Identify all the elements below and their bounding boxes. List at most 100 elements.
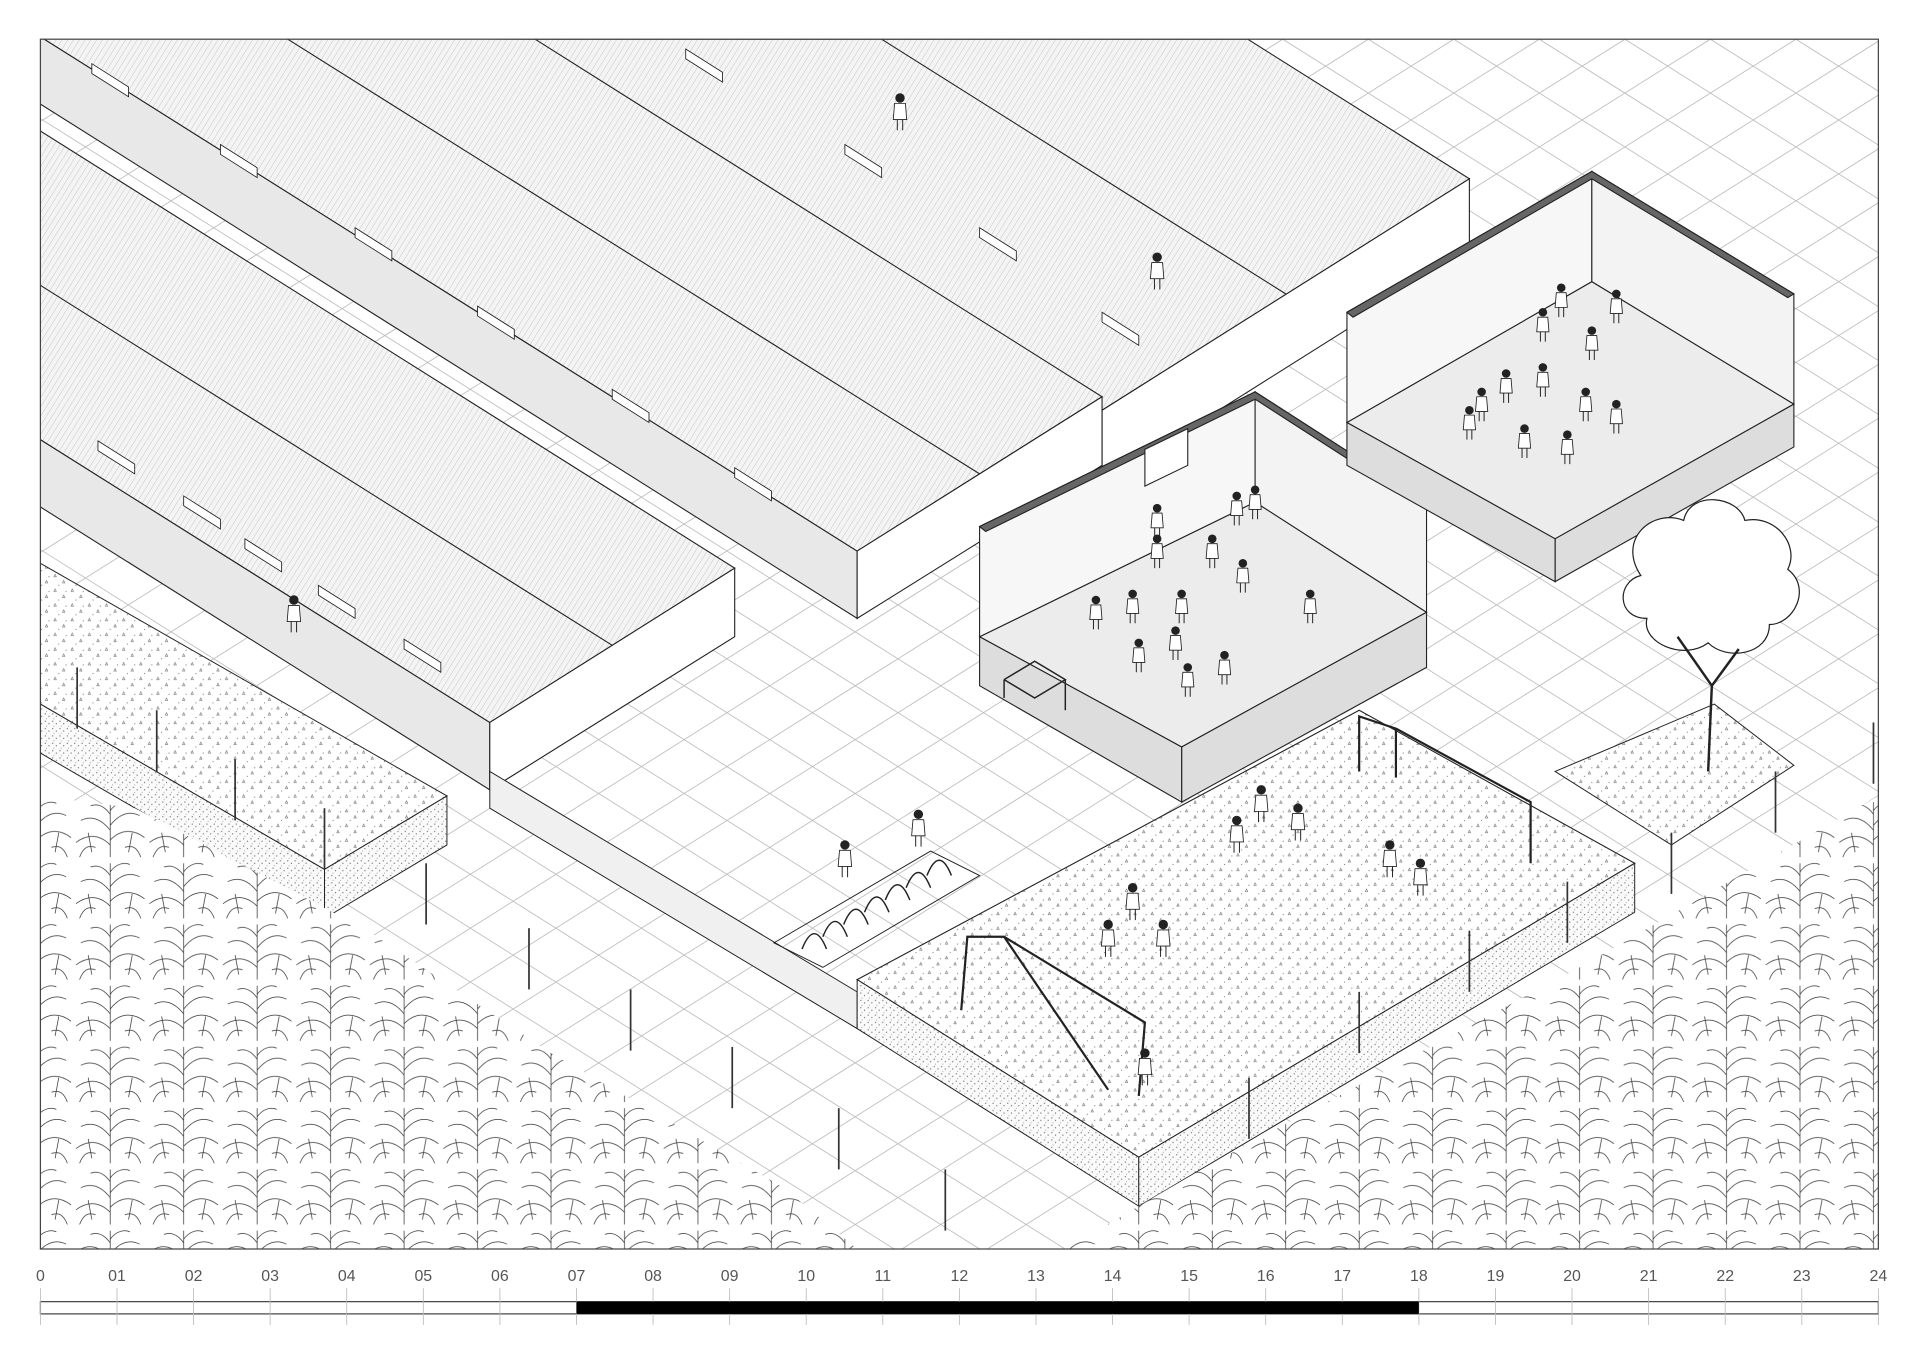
corn-field-left [40,795,858,1249]
drawing-frame [39,38,1879,1250]
window [403,638,442,674]
person-figure [286,595,302,633]
scale-label: 13 [1027,1268,1045,1285]
scale-label: 12 [951,1268,969,1285]
scale-label: 10 [797,1268,815,1285]
person-figure [1217,650,1232,685]
classroom-2-children [1462,283,1623,465]
person-figure [1156,919,1171,957]
scale-label: 14 [1104,1268,1122,1285]
window [183,495,221,530]
person-figure [892,93,908,131]
window [734,466,772,502]
football-goal-far [1358,714,1532,864]
person-figure [1554,283,1568,318]
person-figure [1125,883,1140,921]
window [97,440,136,475]
person-figure [1609,399,1623,434]
person-figure [1517,424,1532,458]
person-figure [1149,252,1165,290]
window [477,305,515,340]
scale-label: 21 [1640,1268,1658,1285]
window [91,62,129,98]
scale-label: 18 [1410,1268,1428,1285]
grid-line [1710,39,1879,146]
person-figure [1579,387,1593,422]
tree-garden [1554,703,1795,846]
field-children [286,93,1679,1086]
barrack-building-middle [40,39,1104,620]
person-figure [1254,785,1269,823]
person-figure [1536,363,1550,397]
person-figure [1229,815,1244,853]
person-figure [1585,326,1599,361]
classroom-1-students [1089,485,1317,697]
scale-label: 23 [1793,1268,1811,1285]
grid-line [1539,39,1879,254]
person-figure [911,809,926,847]
person-figure [1290,803,1306,841]
scale-label: 05 [414,1268,432,1285]
person-figure [1303,589,1317,624]
person-figure [1175,589,1189,624]
person-figure [1100,919,1116,957]
barrack-building-front [40,130,736,791]
grid-line [1795,39,1879,92]
scale-label: 06 [491,1268,509,1285]
person-figure [1413,858,1428,896]
window [354,226,393,262]
window [317,584,356,620]
fence-posts [76,667,1875,1231]
scale-label: 09 [721,1268,739,1285]
scale-label: 08 [644,1268,662,1285]
person-figure [1089,595,1103,630]
scale-label: 16 [1257,1268,1275,1285]
classroom-window [1144,427,1189,488]
scale-label: 03 [261,1268,279,1285]
scale-label: 19 [1487,1268,1505,1285]
person-figure [1132,638,1146,673]
person-figure [1126,589,1140,624]
window [244,538,283,573]
scale-bar-highlight [576,1301,1419,1314]
person-figure [837,840,853,878]
person-figure [1137,1048,1153,1086]
tyre-climbing-frame [772,850,981,968]
person-figure [1248,485,1262,520]
person-figure [1236,559,1250,593]
person-figure [1168,626,1183,661]
person-figure [1462,405,1476,440]
person-figure [1382,840,1397,878]
person-figure [1230,491,1244,526]
person-figure [1499,369,1513,403]
person-figure [1560,430,1574,465]
scale-label: 15 [1180,1268,1198,1285]
window [219,143,258,179]
bench [1003,660,1067,711]
window [611,388,650,424]
person-figure [1536,307,1550,342]
person-figure [1150,534,1164,569]
classroom-building-2 [1345,170,1795,583]
person-figure [1475,387,1489,422]
scale-label: 01 [108,1268,126,1285]
person-figure [1181,663,1195,697]
person-figure [1609,289,1623,324]
window [1101,311,1140,347]
window [844,143,883,179]
scale-label: 20 [1563,1268,1581,1285]
classroom-building-1 [978,390,1428,804]
corn-field-right [1065,795,1879,1249]
scale-label: 02 [185,1268,203,1285]
window [685,48,723,83]
barrack-windows [91,48,1140,674]
person-figure [1150,503,1164,538]
scale-label: 07 [568,1268,586,1285]
window [979,226,1017,262]
grid-line [40,549,1151,1249]
scale-label: 24 [1870,1268,1888,1285]
scale-label: 17 [1333,1268,1351,1285]
grid-line [1453,39,1879,307]
